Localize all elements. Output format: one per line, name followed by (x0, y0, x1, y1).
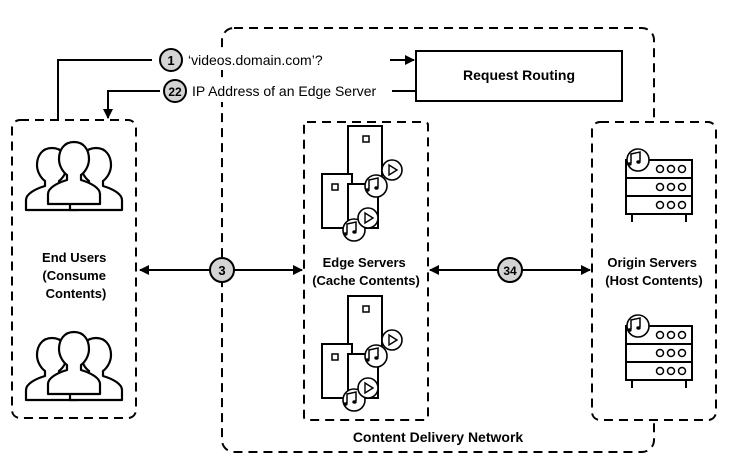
response-label: IP Address of an Edge Server (192, 83, 377, 99)
users-group-icon (26, 332, 122, 400)
origin-servers-label: Origin Servers (Host Contents) (605, 255, 703, 288)
edge-servers-label: Edge Servers (Cache Contents) (312, 255, 420, 288)
query-label: ‘videos.domain.com’? (188, 52, 323, 68)
step-badge-4 (497, 257, 523, 283)
step-badge-1 (159, 48, 183, 72)
step-number-1: 1 (167, 53, 174, 68)
step-number-4: 34 (503, 264, 517, 278)
end-users-label: End Users (Consume Contents) (42, 250, 110, 301)
users-group-icon (26, 142, 122, 210)
cdn-boundary (221, 27, 655, 453)
step-number-2: 22 (168, 85, 182, 99)
request-routing-label: Request Routing (463, 67, 575, 83)
request-routing-box (415, 50, 623, 102)
step-badge-3 (209, 257, 235, 283)
step-badge-2 (163, 79, 187, 103)
step-number-3: 3 (218, 263, 225, 278)
origin-server-icon (626, 315, 692, 388)
origin-server-icon (626, 149, 692, 222)
cdn-label: Content Delivery Network (353, 429, 524, 445)
